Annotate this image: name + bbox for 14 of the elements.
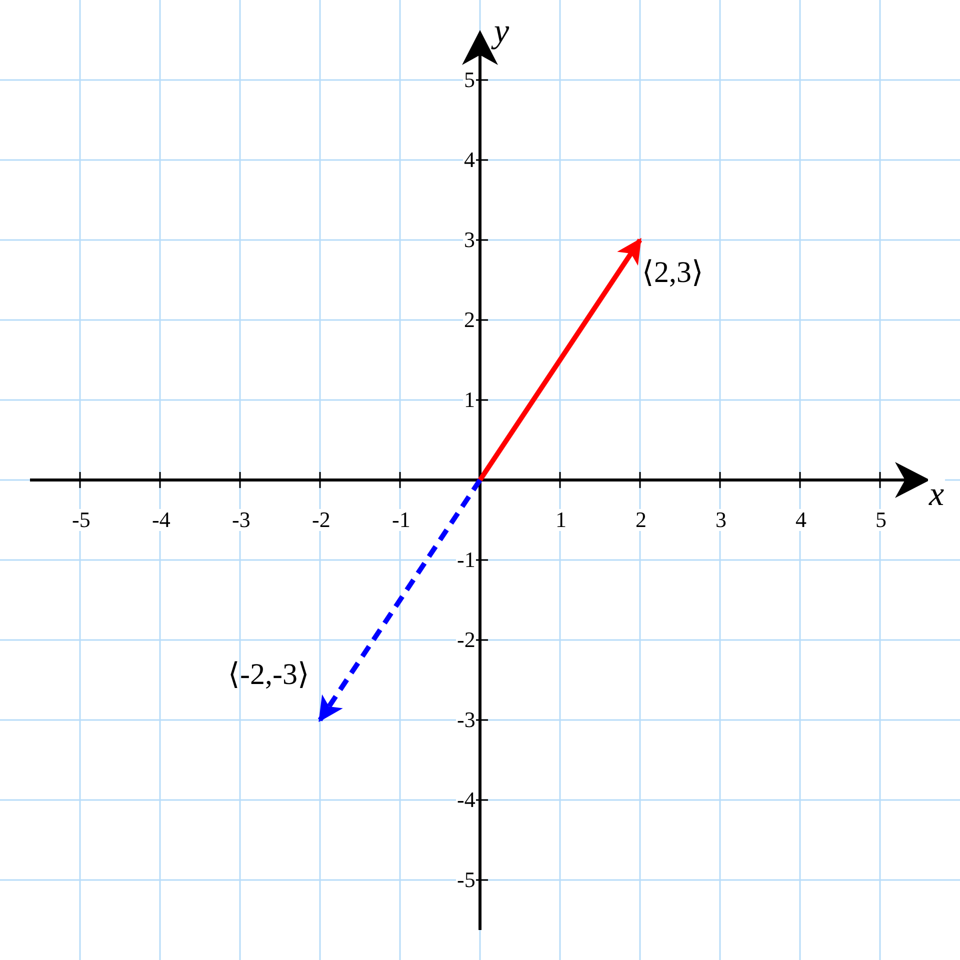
- vector-label: ⟨-2,-3⟩: [228, 660, 310, 690]
- tick-label: -1: [391, 509, 412, 531]
- tick-label: 1: [554, 509, 568, 531]
- tick-label: 2: [634, 509, 648, 531]
- tick-label: -5: [71, 509, 92, 531]
- vector-arrow: [318, 478, 482, 722]
- tick-label: -4: [151, 509, 172, 531]
- vector-label: ⟨2,3⟩: [642, 258, 704, 288]
- tick-label: -3: [231, 509, 252, 531]
- tick-label: 3: [714, 509, 728, 531]
- tick-label: 4: [794, 509, 808, 531]
- vector-arrow: [478, 238, 642, 482]
- tick-label: -2: [311, 509, 332, 531]
- tick-label: 5: [874, 509, 888, 531]
